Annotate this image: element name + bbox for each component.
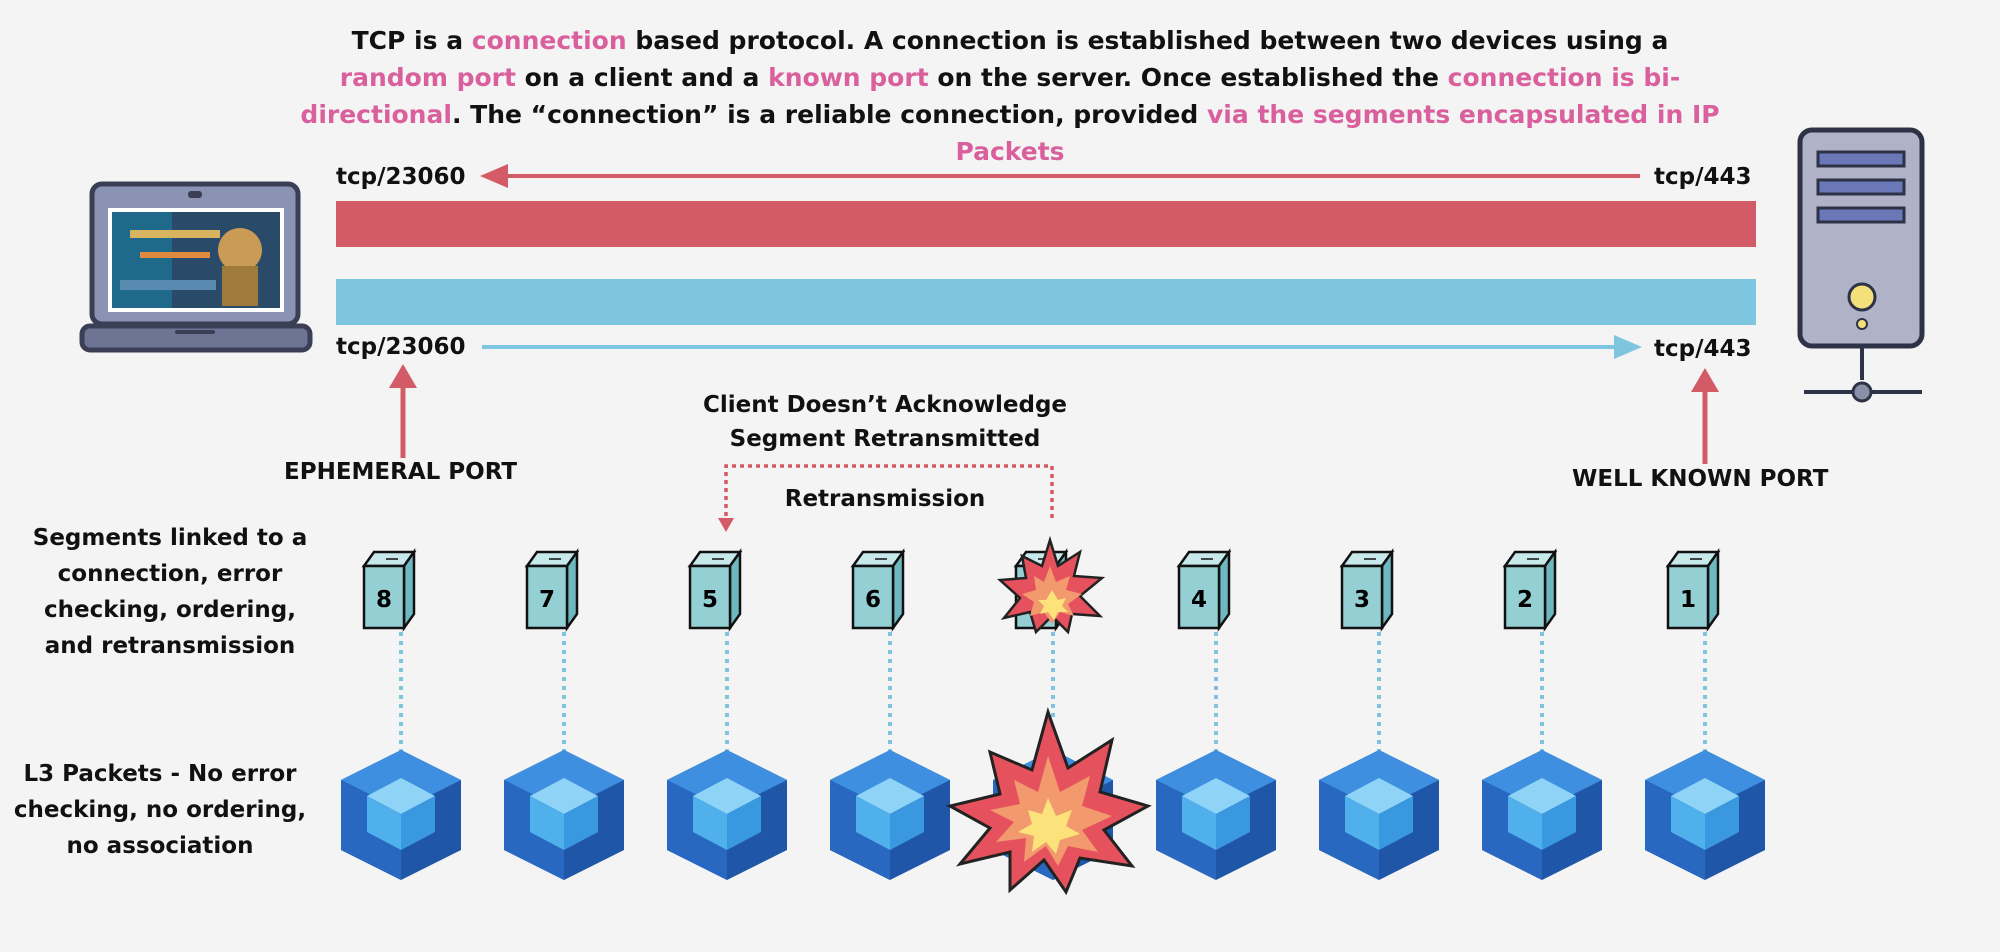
client-port-label-bottom: tcp/23060	[336, 334, 466, 360]
arrowhead-right-icon	[1614, 335, 1642, 359]
segment-number: 8	[376, 587, 392, 613]
segment-number: 6	[865, 587, 881, 613]
segment-number: 5	[702, 587, 718, 613]
retransmission-label: Retransmission	[784, 486, 986, 512]
segments-side-label: Segments linked to a connection, error c…	[32, 525, 308, 659]
ephemeral-port-label: EPHEMERAL PORT	[284, 459, 518, 485]
client-ack-label-line2: Segment Retransmitted	[729, 426, 1041, 452]
client-ack-label-line1: Client Doesn’t Acknowledge	[702, 392, 1068, 418]
intro-highlight: known port	[768, 63, 929, 92]
retransmission-path	[724, 464, 1054, 522]
segment-number: 4	[1191, 587, 1207, 613]
segment-packet-links	[399, 632, 1707, 770]
server-port-label-top: tcp/443	[1654, 164, 1752, 190]
intro-highlight: connection is bi-directional	[300, 63, 1681, 129]
explosion-icon	[996, 535, 1106, 635]
packet-cube	[1482, 750, 1602, 880]
packet-cube	[341, 750, 461, 880]
intro-paragraph: TCP is a connection based protocol. A co…	[300, 26, 1720, 166]
server-port-label-bottom: tcp/443	[1654, 336, 1752, 362]
explosion-icon	[945, 707, 1152, 896]
laptop-icon	[79, 181, 313, 353]
intro-highlight: random port	[339, 63, 516, 92]
segment-numbers: 8 7 5 6 4 3 2 1	[376, 587, 1696, 613]
arrowhead-up-icon	[1691, 368, 1719, 392]
server-tower-icon	[1797, 127, 1925, 403]
arrowhead-left-icon	[480, 164, 508, 188]
packets-side-label: L3 Packets - No error checking, no order…	[13, 761, 307, 859]
packet-cube	[1645, 750, 1765, 880]
packet-cube	[504, 750, 624, 880]
segment-number: 1	[1680, 587, 1696, 613]
segment-number: 7	[539, 587, 555, 613]
intro-highlight: via the segments encapsulated in IP Pack…	[955, 100, 1720, 166]
intro-highlight: connection	[471, 26, 627, 55]
client-port-label-top: tcp/23060	[336, 164, 466, 190]
packet-cube	[1156, 750, 1276, 880]
segment-number: 2	[1517, 587, 1533, 613]
packet-cube	[1319, 750, 1439, 880]
packet-cube	[667, 750, 787, 880]
arrowhead-up-icon	[389, 364, 417, 388]
client-to-server-stream	[336, 279, 1756, 325]
well-known-port-label: WELL KNOWN PORT	[1572, 466, 1829, 492]
packet-cube	[830, 750, 950, 880]
segment-number: 3	[1354, 587, 1370, 613]
server-to-client-stream	[336, 201, 1756, 247]
arrowhead-down-icon	[718, 518, 734, 532]
